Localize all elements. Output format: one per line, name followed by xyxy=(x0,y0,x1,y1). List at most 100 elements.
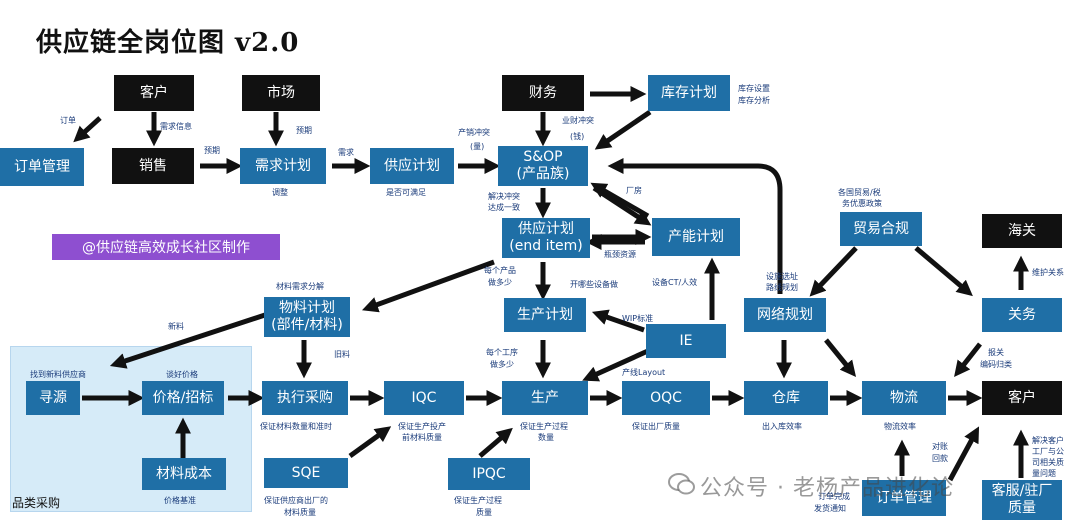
label-material-demand: 材料需求分解 xyxy=(276,282,324,291)
label-each-process-2: 做多少 xyxy=(490,360,514,369)
node-supply-plan-item-line1: 供应计划 xyxy=(518,221,574,237)
label-ensure-input-2: 前材料质量 xyxy=(402,433,442,442)
node-exec-purchase: 执行采购 xyxy=(262,381,348,415)
node-production: 生产 xyxy=(502,381,588,415)
arrow-trade-to-customs xyxy=(914,246,973,297)
node-oqc: OQC xyxy=(622,381,710,415)
node-material-cost: 材料成本 xyxy=(142,458,226,490)
label-resolve-1: 解决冲突 xyxy=(488,192,520,201)
node-capacity-plan: 产能计划 xyxy=(652,218,740,256)
label-sqe-desc-2: 材料质量 xyxy=(284,508,316,517)
node-iqc: IQC xyxy=(384,381,464,415)
node-network-plan: 网络规划 xyxy=(744,298,826,332)
label-find-supplier: 找到新料供应商 xyxy=(30,370,86,379)
node-demand-plan: 需求计划 xyxy=(240,148,326,184)
node-sourcing: 寻源 xyxy=(26,381,80,415)
label-cs-desc-4: 量问题 xyxy=(1032,469,1056,478)
label-inv-analysis: 库存分析 xyxy=(738,96,770,105)
node-material-plan-line1: 物料计划 xyxy=(279,300,335,316)
label-forecast-market: 预期 xyxy=(296,126,312,135)
arrow-invplan-to-sop xyxy=(594,109,652,150)
node-order-mgmt-bottom: 订单管理 xyxy=(862,480,946,516)
label-adjust: 调整 xyxy=(272,188,288,197)
label-inout-eff: 出入库效率 xyxy=(762,422,802,431)
arrow-ordermgmt-to-customer xyxy=(947,426,980,482)
label-inv-setting: 库存设置 xyxy=(738,84,770,93)
node-material-plan-line2: (部件/材料) xyxy=(271,317,343,333)
label-resolve-2: 达成一致 xyxy=(488,203,520,212)
label-cs-desc-2: 工厂与公 xyxy=(1032,447,1064,456)
label-prod-sales-conflict-2: (量) xyxy=(470,142,485,151)
label-can-meet: 是否可满足 xyxy=(386,188,426,197)
label-ensure-process-2: 数量 xyxy=(538,433,554,442)
community-banner: @供应链高效成长社区制作 xyxy=(52,234,280,260)
label-biz-fin-conflict-2: (钱) xyxy=(570,132,585,141)
arrow-supplyitem-to-material xyxy=(361,259,495,313)
label-forecast-sales: 预期 xyxy=(204,146,220,155)
label-price-base: 价格基准 xyxy=(164,496,196,505)
node-ipqc: IPQC xyxy=(448,458,530,490)
node-finance: 财务 xyxy=(502,75,584,111)
label-order-done-1: 订单完成 xyxy=(818,492,850,501)
label-ensure-input-1: 保证生产投产 xyxy=(398,422,446,431)
node-customs: 海关 xyxy=(982,214,1062,248)
label-logistics-eff: 物流效率 xyxy=(884,422,916,431)
label-demand-info: 需求信息 xyxy=(160,122,192,131)
label-negotiate: 谈好价格 xyxy=(166,370,198,379)
arrow-material-to-sourcing xyxy=(109,311,269,369)
node-production-plan: 生产计划 xyxy=(504,298,586,332)
label-each-process-1: 每个工序 xyxy=(486,348,518,357)
label-reconcile-2: 回款 xyxy=(932,454,948,463)
node-market: 市场 xyxy=(242,75,320,111)
category-purchasing-label: 品类采购 xyxy=(12,496,61,510)
arrow-network-to-sop xyxy=(607,157,783,294)
label-wip-std: WIP标准 xyxy=(622,314,654,323)
label-plant: 厂房 xyxy=(626,186,642,195)
label-order-done-2: 发货通知 xyxy=(814,504,846,513)
node-customer-top: 客户 xyxy=(114,75,194,111)
label-cs-desc-1: 解决客户 xyxy=(1032,436,1064,445)
node-order-mgmt-left: 订单管理 xyxy=(0,148,84,186)
node-ie: IE xyxy=(646,324,726,358)
label-prod-sales-conflict-1: 产销冲突 xyxy=(458,128,490,137)
arrow-customer-to-ordermgmt xyxy=(73,116,102,143)
label-bottleneck: 瓶颈资源 xyxy=(604,250,636,259)
watermark: 公众号 · 老杨产品进化论 xyxy=(700,476,954,501)
node-trade-compliance: 贸易合规 xyxy=(840,212,922,246)
label-tariff-1: 各国贸易/税 xyxy=(838,188,881,197)
label-ensure-process-1: 保证生产过程 xyxy=(520,422,568,431)
label-ipqc-desc-1: 保证生产过程 xyxy=(454,496,502,505)
wechat-icon xyxy=(668,473,695,495)
arrow-capacity-sop-back xyxy=(590,182,650,219)
node-supply-plan-item: 供应计划 (end item) xyxy=(502,218,590,258)
label-new-material: 新料 xyxy=(168,322,184,331)
arrow-ie-to-production xyxy=(582,347,652,382)
arrow-network-to-logistics xyxy=(824,338,857,377)
node-material-plan: 物料计划 (部件/材料) xyxy=(264,297,350,337)
node-customs-affairs: 关务 xyxy=(982,298,1062,332)
label-order: 订单 xyxy=(60,116,76,125)
label-equip-ct: 设备CT/人效 xyxy=(652,278,698,287)
label-site-1: 设施选址 xyxy=(766,272,798,281)
node-customer-service-line1: 客服/驻厂 xyxy=(991,483,1053,499)
arrow-ipqc-to-production xyxy=(478,427,513,458)
node-customer-bottom: 客户 xyxy=(982,381,1062,415)
label-tariff-2: 务优惠政策 xyxy=(842,199,882,208)
label-which-equip: 开哪些设备做 xyxy=(570,280,618,289)
label-each-product-1: 每个产品 xyxy=(484,266,516,275)
label-reconcile-1: 对账 xyxy=(932,442,948,451)
node-sop-line2: (产品族) xyxy=(516,166,570,182)
label-ensure-qty-time: 保证材料数量和准时 xyxy=(260,422,332,431)
arrow-customs-to-customer xyxy=(954,342,982,378)
label-declare-1: 报关 xyxy=(988,348,1004,357)
label-maintain-relation: 维护关系 xyxy=(1032,268,1064,277)
label-ipqc-desc-2: 质量 xyxy=(476,508,492,517)
label-ensure-outgoing: 保证出厂质量 xyxy=(632,422,680,431)
node-sop-line1: S&OP xyxy=(523,149,563,165)
node-customer-service: 客服/驻厂 质量 xyxy=(982,480,1062,520)
label-sqe-desc-1: 保证供应商出厂的 xyxy=(264,496,328,505)
label-demand: 需求 xyxy=(338,148,354,157)
node-sqe: SQE xyxy=(264,458,348,488)
page-title: 供应链全岗位图 v2.0 xyxy=(36,28,300,58)
